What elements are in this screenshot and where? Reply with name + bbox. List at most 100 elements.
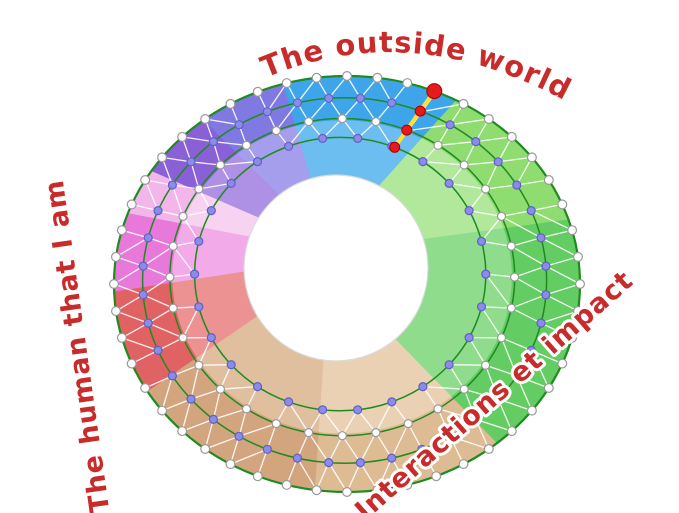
node-ring4[interactable] [226, 178, 236, 188]
node-ring3[interactable] [215, 384, 225, 394]
node-ring2[interactable] [417, 444, 427, 454]
node-ring1[interactable] [572, 306, 583, 317]
node-ring2[interactable] [262, 444, 272, 454]
node-ring2[interactable] [138, 290, 148, 300]
node-ring3[interactable] [496, 211, 507, 221]
node-ring3[interactable] [215, 160, 225, 170]
node-ring1[interactable] [567, 332, 578, 343]
node-ring2[interactable] [143, 233, 153, 243]
node-ring3[interactable] [194, 360, 204, 370]
node-ring3[interactable] [271, 419, 281, 429]
node-ring2[interactable] [493, 394, 503, 404]
node-ring4[interactable] [284, 397, 294, 407]
node-ring3[interactable] [433, 140, 443, 150]
node-ring1[interactable] [526, 152, 537, 163]
node-ring3[interactable] [168, 241, 178, 251]
node-ring4[interactable] [206, 333, 216, 343]
highlight-spoke[interactable] [389, 83, 443, 153]
node-ring3[interactable] [241, 404, 252, 414]
node-ring1[interactable] [372, 485, 383, 496]
node-ring4[interactable] [418, 157, 428, 167]
node-ring2[interactable] [153, 345, 163, 355]
node-ring1[interactable] [252, 86, 263, 97]
node-ring1[interactable] [557, 358, 568, 369]
node-ring4[interactable] [206, 206, 216, 216]
node-ring1[interactable] [402, 78, 413, 89]
node-ring1[interactable] [126, 199, 137, 210]
node-ring1[interactable] [200, 113, 211, 124]
spoke-red-node[interactable] [426, 83, 443, 100]
node-ring3[interactable] [371, 116, 381, 127]
node-ring2[interactable] [445, 120, 455, 130]
node-ring3[interactable] [371, 428, 381, 438]
node-ring3[interactable] [304, 428, 314, 438]
spoke-red-node[interactable] [401, 124, 413, 136]
node-ring4[interactable] [194, 236, 204, 246]
node-ring1[interactable] [372, 72, 383, 83]
node-ring2[interactable] [536, 233, 546, 243]
node-ring4[interactable] [444, 178, 454, 188]
node-ring1[interactable] [311, 72, 322, 83]
node-ring2[interactable] [493, 157, 503, 167]
node-ring2[interactable] [167, 180, 177, 190]
node-ring4[interactable] [464, 333, 474, 343]
node-ring1[interactable] [126, 358, 137, 369]
node-ring4[interactable] [252, 382, 263, 392]
node-ring4[interactable] [476, 236, 487, 246]
node-ring1[interactable] [506, 426, 517, 437]
node-ring2[interactable] [208, 137, 218, 147]
node-ring1[interactable] [402, 479, 413, 490]
node-ring3[interactable] [496, 333, 507, 343]
node-ring1[interactable] [177, 426, 188, 437]
node-ring2[interactable] [387, 453, 397, 463]
node-ring3[interactable] [506, 303, 516, 313]
node-ring1[interactable] [225, 98, 236, 109]
node-ring1[interactable] [342, 487, 353, 498]
node-ring1[interactable] [110, 306, 121, 317]
node-ring2[interactable] [292, 453, 302, 463]
node-ring2[interactable] [541, 261, 551, 271]
node-ring2[interactable] [512, 371, 522, 381]
node-ring2[interactable] [324, 458, 334, 468]
node-ring2[interactable] [536, 318, 546, 328]
node-ring3[interactable] [304, 116, 314, 127]
node-ring4[interactable] [252, 157, 263, 167]
node-ring3[interactable] [337, 431, 347, 441]
node-ring1[interactable] [252, 471, 263, 482]
node-ring3[interactable] [481, 184, 491, 194]
node-ring2[interactable] [324, 93, 334, 103]
node-ring1[interactable] [483, 444, 494, 455]
node-ring4[interactable] [481, 269, 491, 279]
node-ring2[interactable] [167, 371, 177, 381]
node-ring2[interactable] [445, 431, 455, 441]
node-ring1[interactable] [225, 459, 236, 470]
node-ring3[interactable] [165, 272, 175, 282]
node-ring4[interactable] [353, 405, 363, 415]
node-ring3[interactable] [481, 360, 491, 370]
node-ring1[interactable] [458, 98, 469, 109]
node-ring3[interactable] [241, 140, 252, 150]
node-ring2[interactable] [186, 157, 196, 167]
node-ring4[interactable] [464, 206, 474, 216]
node-ring4[interactable] [284, 141, 294, 151]
node-ring1[interactable] [157, 405, 168, 416]
node-ring3[interactable] [433, 404, 443, 414]
node-ring1[interactable] [572, 251, 583, 262]
node-ring1[interactable] [108, 279, 119, 290]
node-ring1[interactable] [543, 175, 554, 186]
node-ring1[interactable] [483, 113, 494, 124]
node-ring4[interactable] [353, 133, 363, 143]
node-ring2[interactable] [186, 394, 196, 404]
node-ring1[interactable] [342, 70, 353, 81]
node-ring4[interactable] [476, 302, 487, 312]
spoke-line[interactable] [392, 89, 437, 150]
node-ring2[interactable] [355, 93, 365, 103]
node-ring1[interactable] [200, 444, 211, 455]
node-ring4[interactable] [226, 360, 236, 370]
node-ring1[interactable] [110, 251, 121, 262]
node-ring2[interactable] [387, 98, 397, 108]
node-ring2[interactable] [512, 180, 522, 190]
node-ring4[interactable] [444, 360, 454, 370]
node-ring1[interactable] [116, 225, 127, 236]
node-ring3[interactable] [194, 184, 204, 194]
